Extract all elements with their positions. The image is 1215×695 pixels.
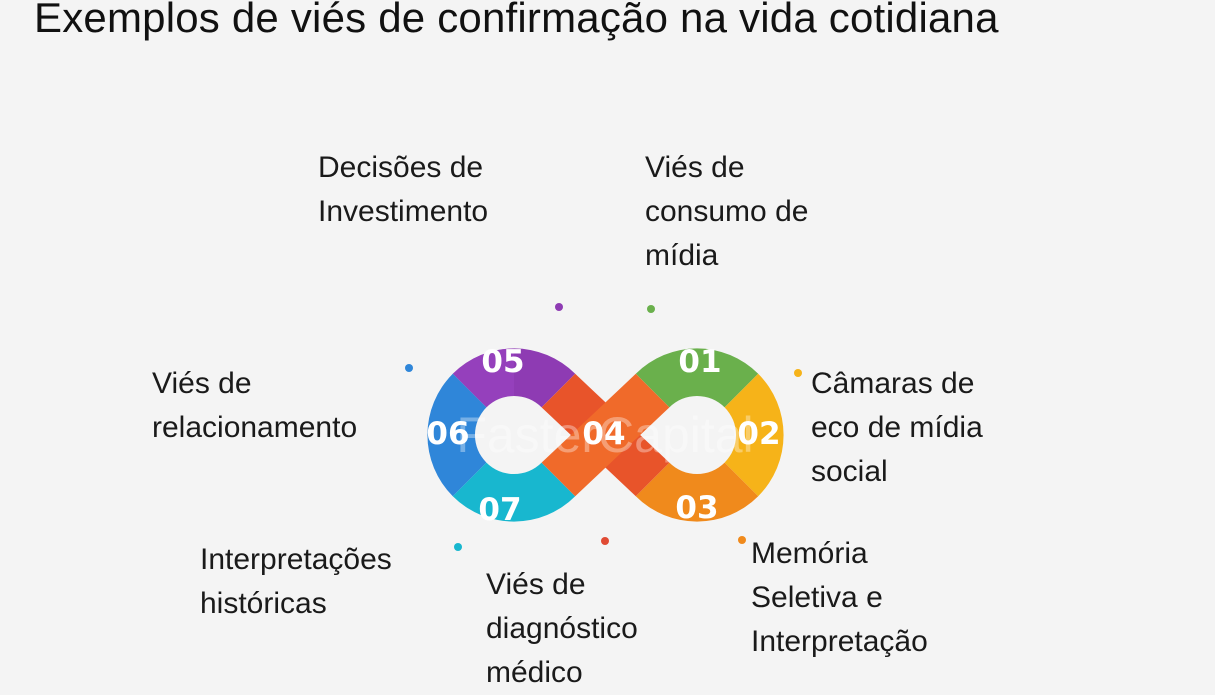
segment-05 (452, 348, 576, 408)
segment-number-07: 07 (478, 492, 521, 528)
marker-dot-06 (405, 364, 413, 372)
label-line: diagnóstico (486, 612, 638, 645)
label-line: Investimento (318, 195, 489, 228)
label-line: relacionamento (152, 411, 358, 444)
label-line: Memória (751, 537, 868, 570)
marker-dot-03 (738, 536, 746, 544)
segment-07 (452, 462, 576, 522)
label-line: Viés de (152, 367, 252, 400)
page-title: Exemplos de viés de confirmação na vida … (34, 0, 999, 41)
marker-dot-02 (794, 369, 802, 377)
marker-dot-07 (454, 543, 462, 551)
segment-number-01: 01 (678, 344, 721, 380)
label-line: Seletiva e (751, 581, 883, 614)
segment-01 (635, 348, 759, 408)
label-line: Decisões de (318, 151, 484, 184)
watermark: FasterCapital (456, 407, 753, 463)
segment-number-04: 04 (582, 416, 625, 452)
label-vies-consumo-midia: Viés de consumo de mídia (645, 146, 808, 278)
segment-number-02: 02 (737, 416, 780, 452)
label-line: mídia (645, 239, 719, 272)
label-line: consumo de (645, 195, 809, 228)
marker-dot-05 (555, 303, 563, 311)
label-memoria-seletiva: Memória Seletiva e Interpretação (751, 532, 928, 664)
segment-number-05: 05 (481, 344, 524, 380)
label-line: Interpretações (200, 543, 392, 576)
segment-03 (635, 462, 759, 522)
marker-dot-diag (601, 537, 609, 545)
label-line: eco de mídia (811, 411, 983, 444)
label-line: Viés de (645, 151, 745, 184)
segment-02 (724, 373, 784, 497)
label-camaras-eco: Câmaras de eco de mídia social (811, 362, 983, 494)
segment-06 (427, 373, 487, 497)
label-interpretacoes-historicas: Interpretações históricas (200, 538, 392, 626)
label-line: Interpretação (751, 625, 928, 658)
segment-04 (541, 373, 670, 497)
label-line: Câmaras de (811, 367, 975, 400)
marker-dot-01 (647, 305, 655, 313)
label-line: Viés de (486, 568, 586, 601)
label-line: social (811, 455, 888, 488)
segment-number-06: 06 (426, 416, 469, 452)
label-decisoes-investimento: Decisões de Investimento (318, 146, 488, 234)
label-vies-relacionamento: Viés de relacionamento (152, 362, 357, 450)
segment-number-03: 03 (675, 490, 718, 526)
label-line: históricas (200, 587, 327, 620)
